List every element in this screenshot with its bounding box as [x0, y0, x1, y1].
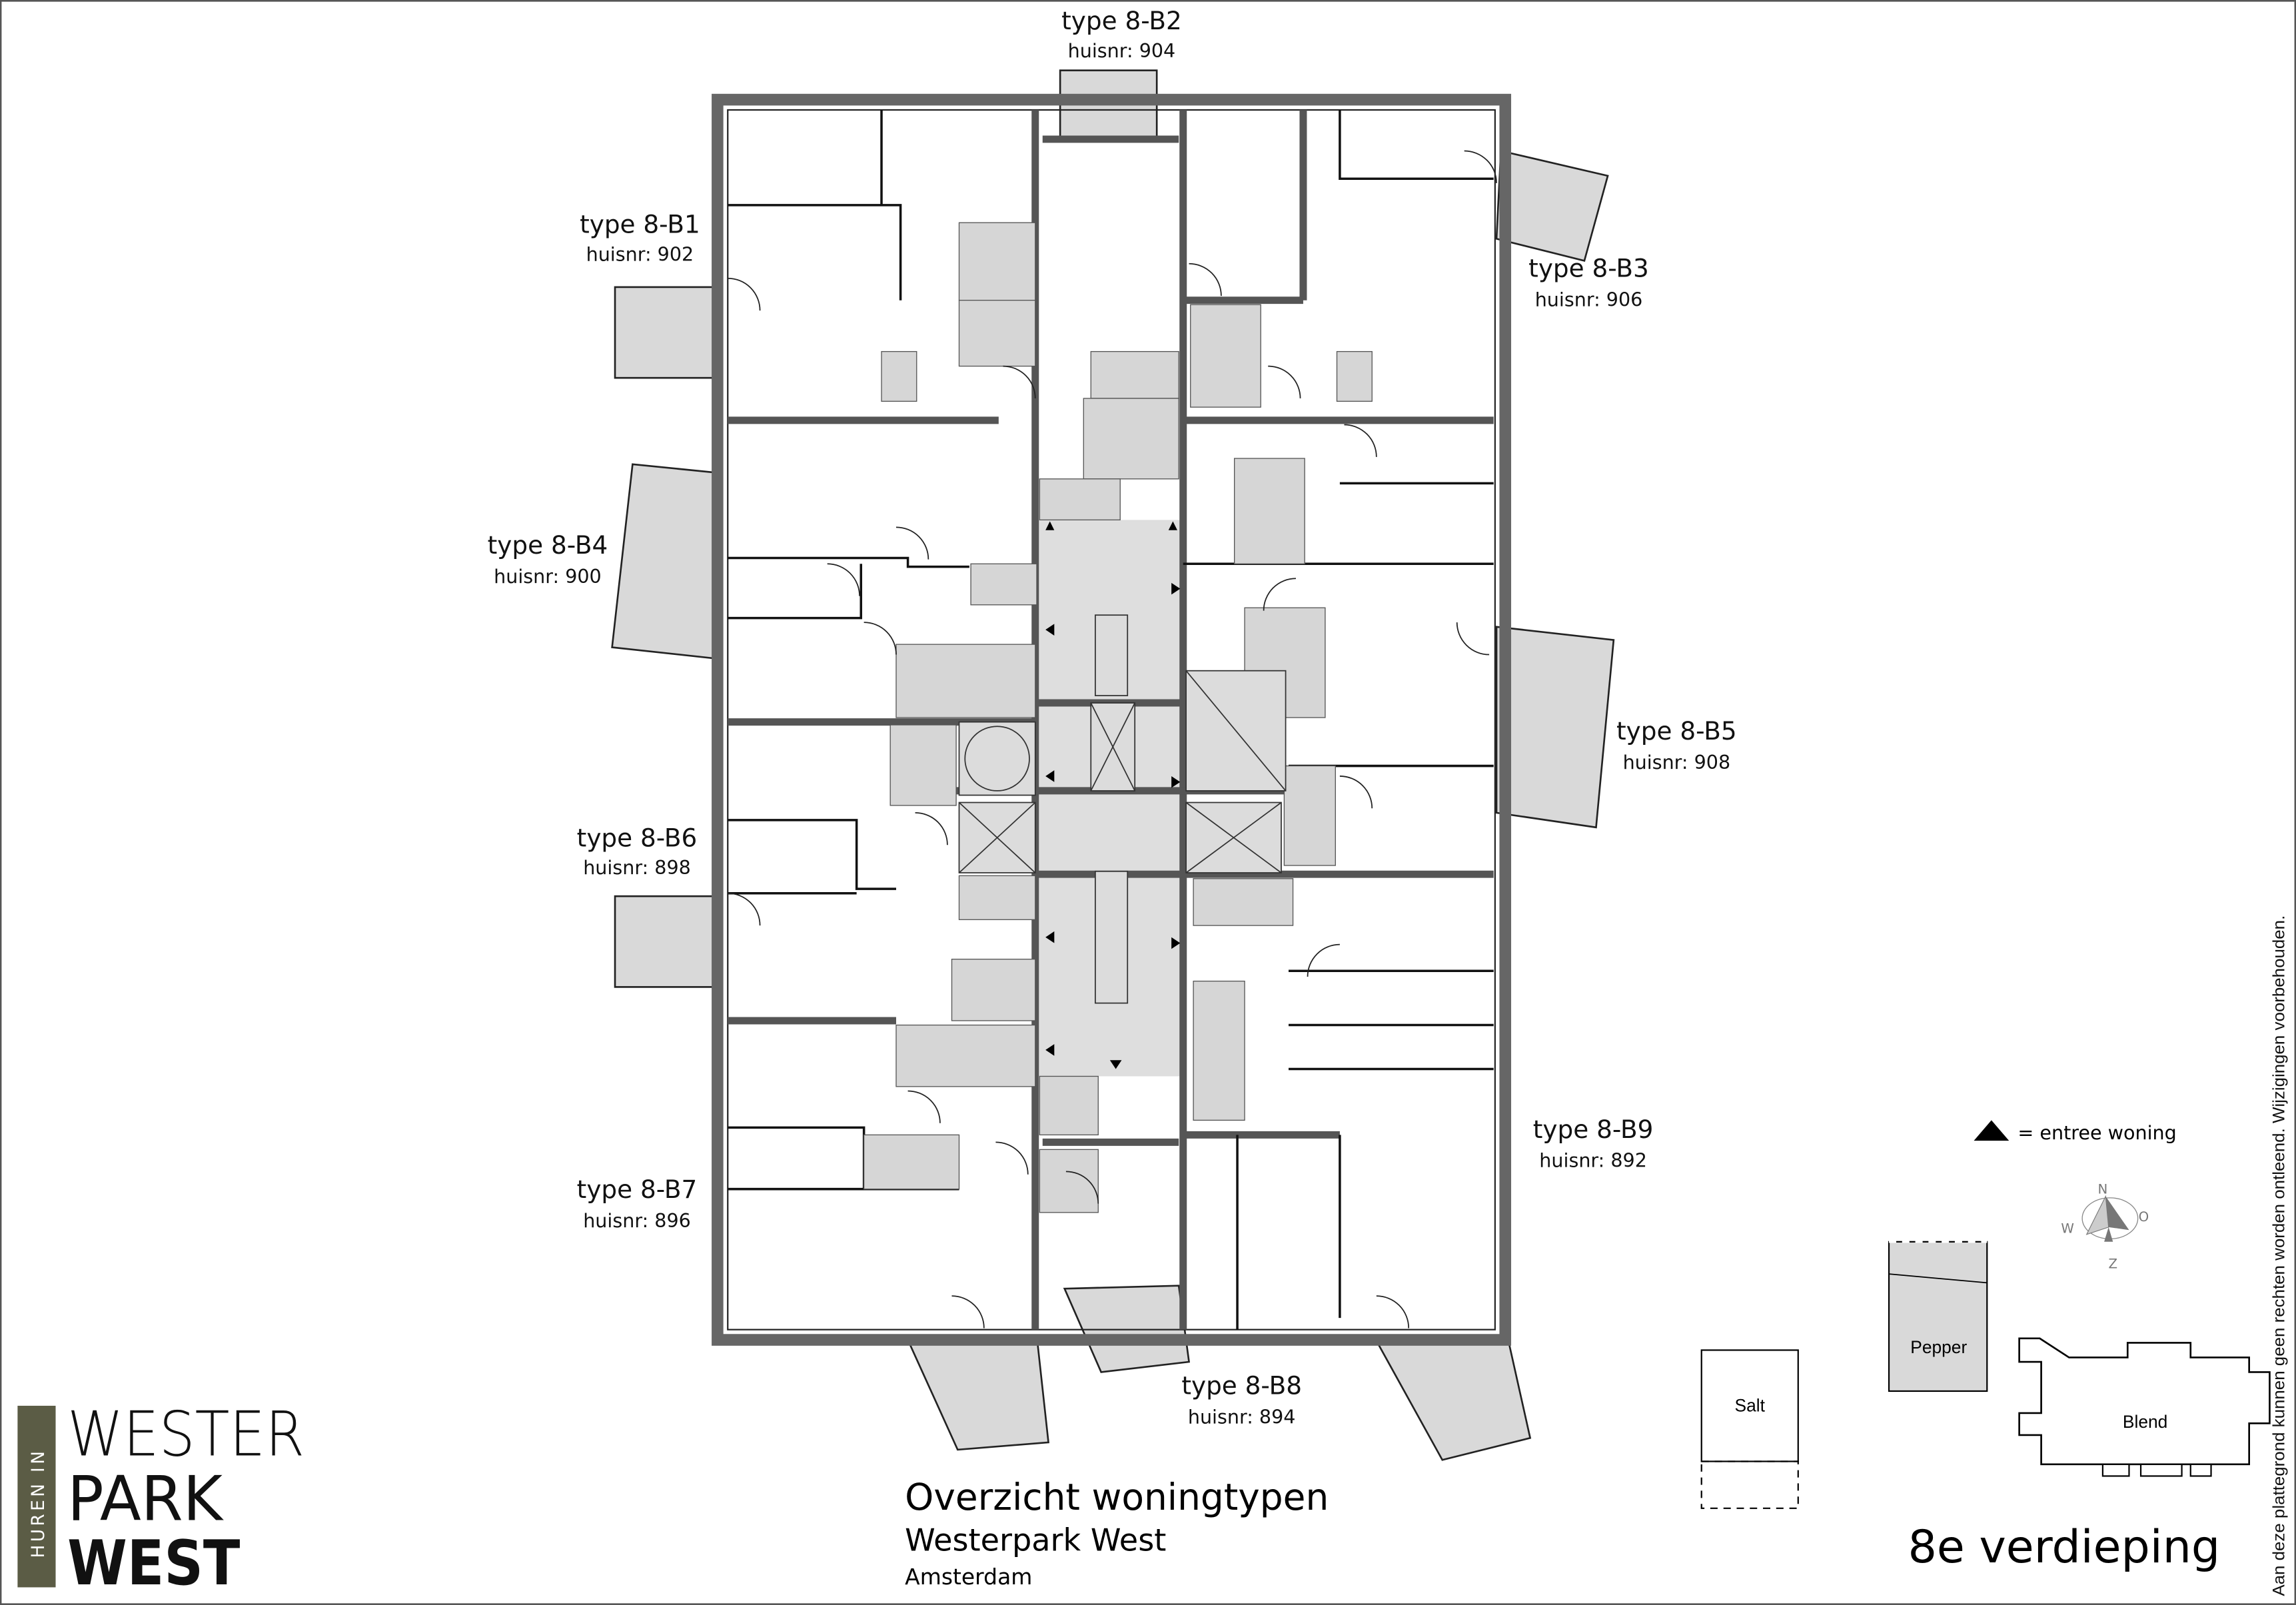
unit-type-label: type 8-B3 — [1528, 254, 1649, 283]
door-swings — [728, 150, 1497, 1329]
unit-labels: type 8-B2 huisnr: 904 type 8-B1 huisnr: … — [488, 6, 1737, 1428]
stairs-and-lifts — [958, 614, 1287, 1004]
floor-plan — [611, 69, 1615, 1461]
unit-type-label: type 8-B6 — [577, 823, 698, 852]
building-blend — [2018, 1337, 2271, 1466]
unit-type-label: type 8-B4 — [488, 530, 608, 560]
logo-line3: WEST — [67, 1527, 240, 1599]
compass-icon: N O Z W — [2061, 1181, 2149, 1271]
compass-o: O — [2139, 1209, 2149, 1225]
unit-type-label: type 8-B8 — [1181, 1370, 1302, 1400]
balcony-b9 — [1372, 1335, 1532, 1461]
unit-type-label: type 8-B9 — [1533, 1115, 1654, 1144]
floor-label: 8e verdieping — [1908, 1521, 2221, 1574]
balcony-b3 — [1495, 149, 1609, 262]
legend: = entree woning — [1974, 1120, 2177, 1144]
building-blend-label: Blend — [2123, 1412, 2167, 1432]
balcony-b6 — [614, 895, 722, 988]
balcony-b5 — [1495, 626, 1615, 829]
triangle-up-icon — [1974, 1120, 2009, 1141]
compass-n: N — [2098, 1181, 2108, 1197]
building-salt-extension — [1700, 1460, 1799, 1509]
unit-type-label: type 8-B7 — [577, 1175, 698, 1204]
page-title: Overzicht woningtypen — [905, 1476, 1329, 1518]
unit-type-label: type 8-B5 — [1616, 716, 1737, 746]
logo: HUREN IN WESTER PARK WEST — [17, 1398, 304, 1599]
entrance-markers — [1045, 521, 1181, 1069]
unit-huisnr-label: huisnr: 906 — [1535, 288, 1643, 310]
unit-huisnr-label: huisnr: 892 — [1539, 1149, 1647, 1172]
legend-entrance-label: = entree woning — [2017, 1121, 2176, 1144]
building-pepper — [1888, 1241, 1988, 1392]
unit-huisnr-label: huisnr: 902 — [586, 243, 694, 265]
unit-huisnr-label: huisnr: 900 — [494, 565, 602, 588]
city-name: Amsterdam — [905, 1564, 1032, 1590]
unit-huisnr-label: huisnr: 898 — [583, 856, 691, 879]
building-salt-label: Salt — [1735, 1396, 1766, 1416]
balcony-b7 — [906, 1335, 1050, 1451]
interior-walls — [728, 109, 1494, 1330]
unit-huisnr-label: huisnr: 908 — [1623, 751, 1731, 774]
unit-huisnr-label: huisnr: 904 — [1068, 39, 1176, 62]
logo-tag: HUREN IN — [29, 1448, 49, 1558]
unit-type-label: type 8-B1 — [580, 210, 700, 239]
building-salt — [1700, 1349, 1799, 1462]
balcony-b4 — [611, 463, 722, 660]
compass-z: Z — [2109, 1256, 2118, 1271]
title-block: Overzicht woningtypen Westerpark West Am… — [905, 1476, 2220, 1590]
unit-type-label: type 8-B2 — [1061, 6, 1182, 35]
bathrooms — [863, 222, 1373, 1213]
logo-line1: WESTER — [67, 1398, 304, 1470]
unit-huisnr-label: huisnr: 894 — [1188, 1405, 1296, 1428]
balcony-b1 — [614, 286, 722, 379]
unit-huisnr-label: huisnr: 896 — [583, 1209, 691, 1232]
compass-w: W — [2061, 1221, 2074, 1237]
project-name: Westerpark West — [905, 1522, 1166, 1558]
building-pepper-label: Pepper — [1910, 1337, 1967, 1357]
disclaimer-text: Aan deze plattegrond kunnen geen rechten… — [2269, 915, 2288, 1596]
logo-tag-bar — [17, 1405, 56, 1588]
balconies — [611, 69, 1615, 1461]
logo-line2: PARK — [67, 1462, 224, 1534]
site-key: Salt Pepper Blend — [1700, 1241, 2271, 1509]
